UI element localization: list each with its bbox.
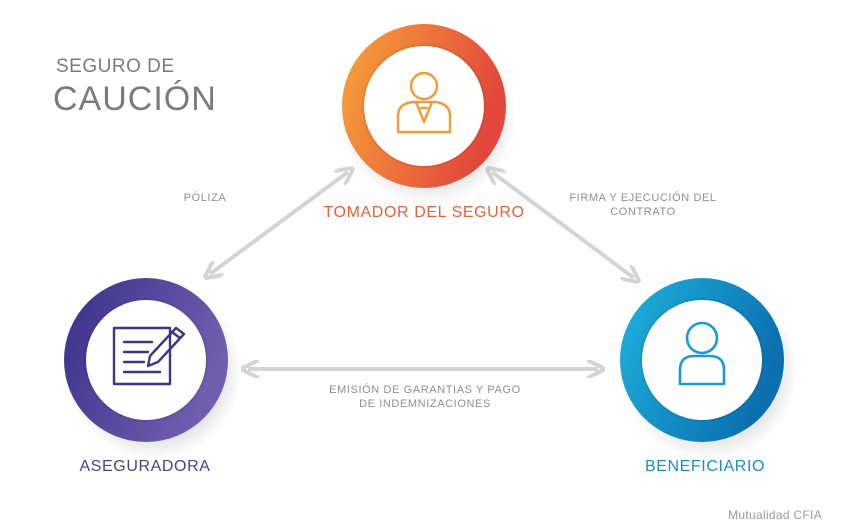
- edge-label-poliza: PÓLIZA: [183, 192, 227, 204]
- node-label-beneficiario: BENEFICIARIO: [644, 458, 766, 475]
- node-aseguradora: [64, 278, 242, 460]
- edge-label-firma: FIRMA Y EJECUCIÓN DEL CONTRATO: [548, 191, 738, 219]
- node-beneficiario: [620, 278, 798, 460]
- diagram-title-line1: SEGURO DE: [56, 56, 175, 77]
- node-label-aseguradora: ASEGURADORA: [79, 458, 211, 475]
- edge-label-firma-line1: FIRMA Y EJECUCIÓN DEL: [569, 192, 717, 204]
- person-icon: [678, 321, 726, 386]
- diagram-title-line2: CAUCIÓN: [53, 80, 217, 118]
- node-label-tomador: TOMADOR DEL SEGURO: [323, 204, 525, 221]
- document-pen-icon: [112, 326, 186, 386]
- arrow-firma: [492, 172, 634, 278]
- node-tomador: [340, 24, 516, 205]
- edge-label-emision: EMISIÓN DE GARANTIAS Y PAGO DE INDEMNIZA…: [280, 383, 570, 411]
- person-tie-icon: [396, 71, 452, 134]
- edge-label-emision-line2: DE INDEMNIZACIONES: [359, 398, 491, 410]
- edge-label-firma-line2: CONTRATO: [610, 206, 676, 218]
- arrow-poliza: [210, 172, 348, 274]
- edge-label-emision-line1: EMISIÓN DE GARANTIAS Y PAGO: [329, 384, 521, 396]
- footer-credit: Mutualidad CFIA: [728, 508, 822, 522]
